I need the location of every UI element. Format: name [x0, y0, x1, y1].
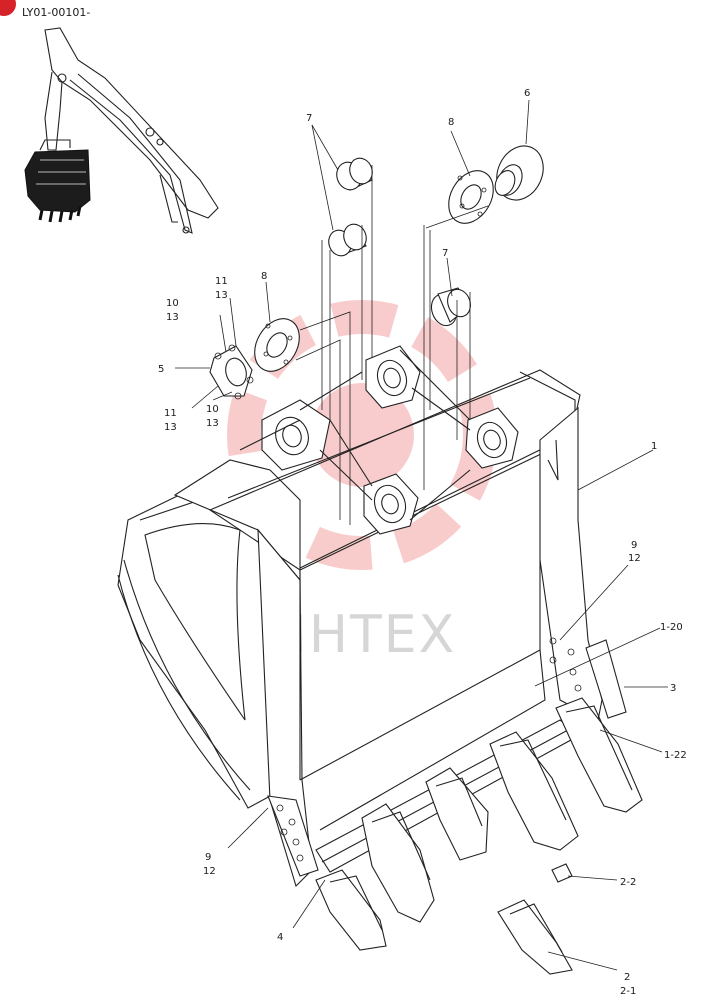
callout-8b: 8 — [261, 271, 267, 282]
side-cutter-3 — [585, 639, 627, 719]
callout-9b: 9 — [205, 852, 211, 863]
callout-11a: 11 — [215, 276, 228, 287]
callout-10a: 10 — [166, 298, 179, 309]
shim-left — [254, 318, 300, 372]
callout-4: 4 — [277, 932, 283, 943]
plate-5 — [209, 344, 254, 400]
diagram-code: LY01-00101- — [22, 6, 90, 19]
callout-7a: 7 — [306, 113, 312, 124]
callout-10b: 10 — [206, 404, 219, 415]
callout-1-22: 1-22 — [664, 750, 687, 761]
side-bolts — [267, 637, 582, 877]
callout-1: 1 — [651, 441, 657, 452]
callout-13d: 13 — [164, 422, 177, 433]
assembly-lines — [295, 165, 489, 525]
callout-3: 3 — [670, 683, 676, 694]
callout-leaders — [175, 99, 668, 971]
callout-11b: 11 — [164, 408, 177, 419]
bushing-upper-1 — [336, 157, 373, 191]
bucket-teeth — [315, 697, 643, 975]
callout-9a: 9 — [631, 540, 637, 551]
callout-7b: 7 — [442, 248, 448, 259]
excavator-key-map — [24, 27, 219, 234]
bushing-right — [430, 287, 471, 327]
callout-12a: 12 — [628, 553, 641, 564]
bushing-upper-2 — [328, 223, 367, 257]
callout-2-1: 2-1 — [620, 986, 636, 997]
callout-6: 6 — [524, 88, 530, 99]
callout-13b: 13 — [206, 418, 219, 429]
callout-12b: 12 — [203, 866, 216, 877]
callout-labels: 1 1-20 1-22 2 2-1 2-2 3 4 5 6 7 7 8 8 9 … — [158, 88, 687, 997]
shim-right — [448, 170, 494, 224]
callout-13a: 13 — [166, 312, 179, 323]
callout-1-20: 1-20 — [660, 622, 683, 633]
boss-assembly — [239, 345, 519, 535]
callout-2: 2 — [624, 972, 630, 983]
callout-8a: 8 — [448, 117, 454, 128]
callout-2-2: 2-2 — [620, 877, 636, 888]
callout-13c: 13 — [215, 290, 228, 301]
page-badge — [0, 0, 16, 16]
collar-6 — [494, 145, 544, 201]
callout-5: 5 — [158, 364, 164, 375]
